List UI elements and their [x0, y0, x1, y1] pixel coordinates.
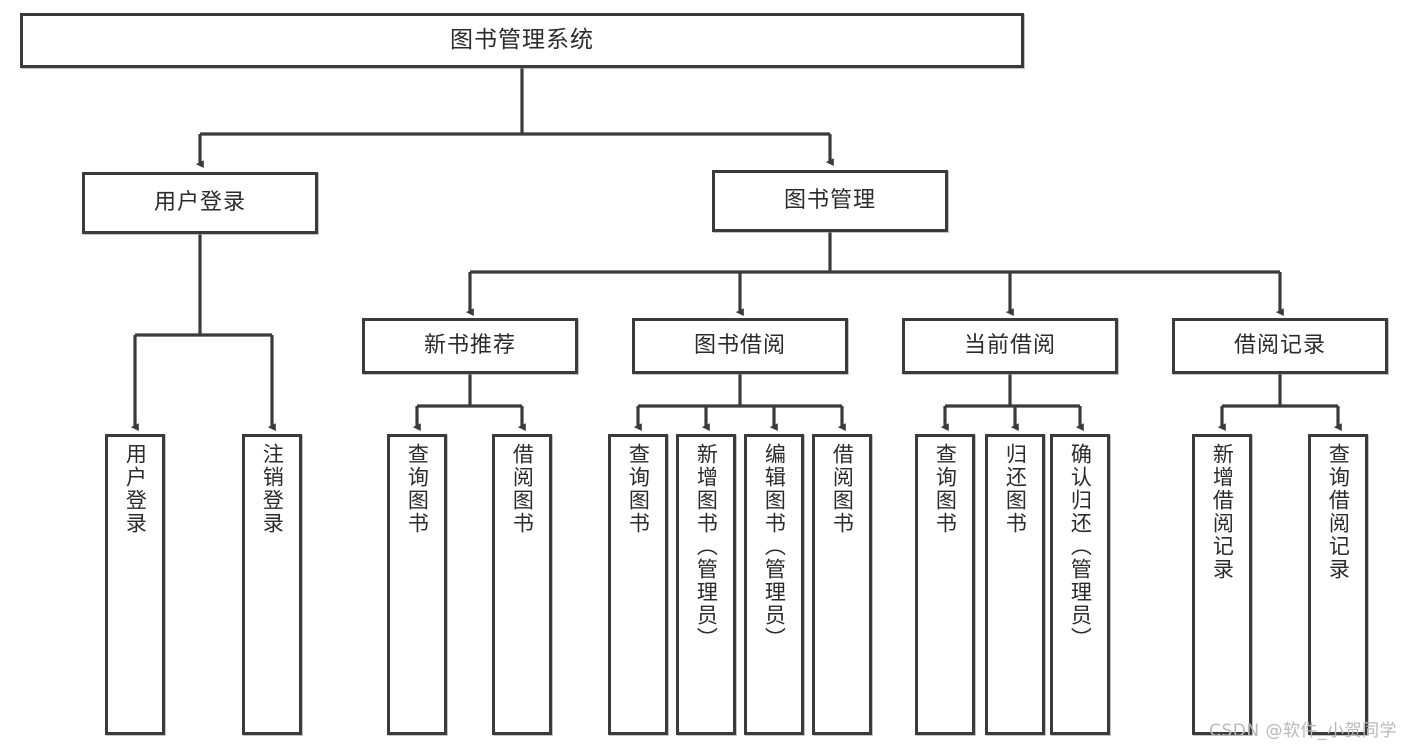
watermark-text: CSDN @软件_小贺同学	[1209, 721, 1397, 741]
node-current-borrow-label: 当前借阅	[963, 332, 1056, 358]
node-leaf-add-record[interactable]: 新增借阅记录	[1192, 434, 1252, 735]
node-leaf-borrow-book-1[interactable]: 借阅图书	[492, 434, 552, 735]
node-leaf-logout[interactable]: 注销登录	[242, 434, 302, 735]
node-leaf-query-book-3[interactable]: 查询图书	[915, 434, 975, 735]
node-leaf-borrow-book-2-label: 借阅图书	[830, 443, 855, 535]
node-leaf-return-book-label: 归还图书	[1003, 443, 1028, 535]
node-leaf-borrow-book-1-label: 借阅图书	[510, 443, 535, 535]
node-leaf-return-book[interactable]: 归还图书	[985, 434, 1045, 735]
node-borrow-record-label: 借阅记录	[1233, 332, 1326, 358]
node-current-borrow[interactable]: 当前借阅	[902, 318, 1118, 374]
node-leaf-query-record[interactable]: 查询借阅记录	[1308, 434, 1368, 735]
node-leaf-confirm-return-label: 确认归还（管理员）	[1068, 443, 1093, 650]
node-user-login[interactable]: 用户登录	[82, 172, 318, 234]
node-root[interactable]: 图书管理系统	[20, 13, 1024, 68]
node-leaf-edit-book[interactable]: 编辑图书（管理员）	[744, 434, 804, 735]
node-book-manage-label: 图书管理	[783, 187, 876, 213]
node-leaf-add-record-label: 新增借阅记录	[1210, 443, 1235, 581]
node-book-borrow-label: 图书借阅	[693, 332, 786, 358]
node-leaf-query-book-1-label: 查询图书	[405, 443, 430, 535]
node-book-manage[interactable]: 图书管理	[712, 170, 948, 232]
node-leaf-user-login[interactable]: 用户登录	[105, 434, 165, 735]
node-leaf-user-login-label: 用户登录	[123, 443, 148, 535]
node-leaf-query-record-label: 查询借阅记录	[1326, 443, 1351, 581]
node-leaf-confirm-return[interactable]: 确认归还（管理员）	[1050, 434, 1110, 735]
node-leaf-borrow-book-2[interactable]: 借阅图书	[812, 434, 872, 735]
node-root-label: 图书管理系统	[450, 26, 594, 53]
node-leaf-query-book-1[interactable]: 查询图书	[387, 434, 447, 735]
node-leaf-query-book-2[interactable]: 查询图书	[608, 434, 668, 735]
node-user-login-label: 用户登录	[153, 189, 246, 215]
node-leaf-add-book-label: 新增图书（管理员）	[694, 443, 719, 650]
node-new-book-rec-label: 新书推荐	[423, 332, 516, 358]
node-new-book-rec[interactable]: 新书推荐	[362, 318, 578, 374]
node-leaf-edit-book-label: 编辑图书（管理员）	[762, 443, 787, 650]
node-leaf-query-book-2-label: 查询图书	[626, 443, 651, 535]
node-borrow-record[interactable]: 借阅记录	[1172, 318, 1388, 374]
node-leaf-add-book[interactable]: 新增图书（管理员）	[676, 434, 736, 735]
node-leaf-query-book-3-label: 查询图书	[933, 443, 958, 535]
node-book-borrow[interactable]: 图书借阅	[632, 318, 848, 374]
node-leaf-logout-label: 注销登录	[260, 443, 285, 535]
